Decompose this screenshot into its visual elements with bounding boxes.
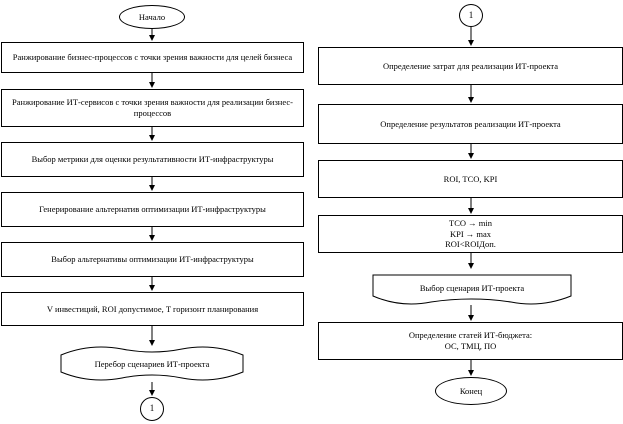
criterion-kpi: KPI → max (449, 228, 492, 239)
budget-items-title: Определение статей ИТ-бюджета: (408, 330, 533, 341)
offpage-connector-left: 1 (140, 397, 164, 421)
scenario-choice-shape (372, 274, 572, 305)
start-terminal: Начало (119, 5, 185, 29)
scenario-enumeration-label: Перебор сценариев ИТ-проекта (94, 358, 210, 369)
criterion-roi: ROI<ROIДоп. (445, 239, 496, 250)
step-generate-alternatives: Генерирование альтернатив оптимизации ИТ… (1, 192, 304, 227)
step-rank-it-services: Ранжирование ИТ-сервисов с точки зрения … (1, 89, 304, 127)
step-optimization-criteria: TCO → min KPI → max ROI<ROIДоп. (318, 215, 623, 253)
scenario-choice-label: Выбор сценария ИТ-проекта (419, 282, 525, 293)
budget-items-list: ОС, ТМЦ, ПО (444, 341, 497, 351)
step-rank-business-processes: Ранжирование бизнес-процессов с точки зр… (1, 42, 304, 73)
step-select-metric: Выбор метрики для оценки результативност… (1, 142, 304, 177)
step-define-results: Определение результатов реализации ИТ-пр… (318, 104, 623, 144)
end-terminal: Конец (435, 377, 507, 405)
offpage-connector-right: 1 (459, 4, 483, 27)
criterion-tco: TCO → min (449, 218, 492, 229)
step-define-budget-items: Определение статей ИТ-бюджета: ОС, ТМЦ, … (318, 322, 623, 360)
scenario-enumeration-shape (60, 346, 244, 381)
step-investment-params: V инвестиций, ROI допустимое, T горизонт… (1, 292, 304, 326)
step-select-alternative: Выбор альтернативы оптимизации ИТ-инфрас… (1, 242, 304, 277)
step-metrics: ROI, TCO, KPI (318, 160, 623, 198)
step-define-costs: Определение затрат для реализации ИТ-про… (318, 47, 623, 85)
